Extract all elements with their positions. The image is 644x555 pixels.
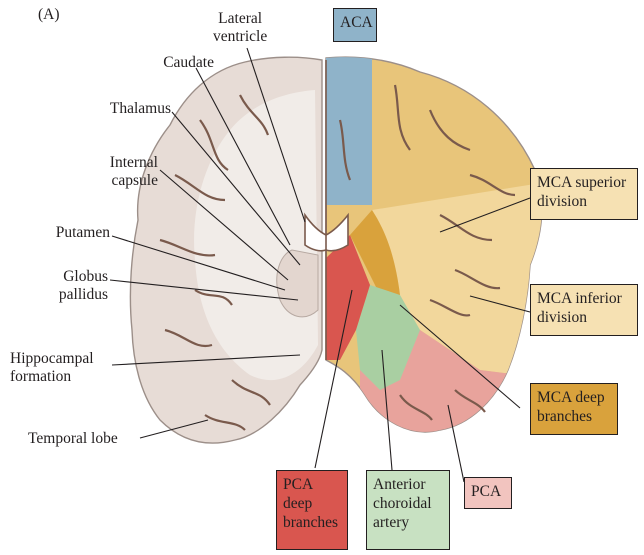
box-pca-deep: PCA deep branches <box>276 470 348 550</box>
panel-letter: (A) <box>38 6 60 24</box>
label-lateral-ventricle: Lateral ventricle <box>213 10 267 46</box>
box-mca-deep: MCA deep branches <box>530 383 618 435</box>
label-caudate: Caudate <box>132 54 214 72</box>
box-mca-superior: MCA superior division <box>530 168 638 220</box>
label-internal-capsule: Internal capsule <box>60 154 158 190</box>
box-pca: PCA <box>464 477 512 509</box>
label-globus-pallidus: Globus pallidus <box>10 268 108 304</box>
label-temporal-lobe: Temporal lobe <box>28 430 118 448</box>
aca-territory <box>326 50 372 205</box>
label-thalamus: Thalamus <box>85 100 171 118</box>
label-putamen: Putamen <box>10 224 110 242</box>
box-aca: ACA <box>333 8 377 42</box>
box-mca-inferior: MCA inferior division <box>530 284 638 336</box>
box-anterior-choroidal: Anterior choroidal artery <box>366 470 450 550</box>
label-hippocampal-formation: Hippocampal formation <box>10 350 94 386</box>
